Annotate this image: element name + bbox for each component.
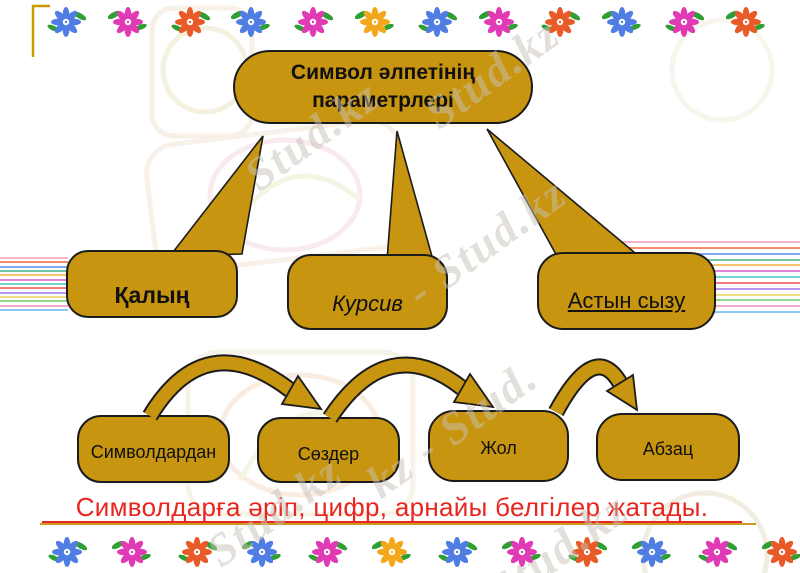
title-line2: параметрлері [312, 89, 454, 112]
rainbow-stripe [0, 309, 68, 311]
branch-underline-label: Астын сызу [567, 288, 686, 313]
rainbow-streaks-left [0, 257, 68, 311]
corner-bracket [31, 4, 50, 57]
title-line1: Символ әлпетінің [290, 60, 476, 84]
accent-line [40, 523, 756, 525]
rainbow-stripe [0, 261, 68, 264]
rainbow-stripe [0, 265, 68, 268]
branch-italic: Курсив [287, 254, 448, 330]
branch-italic-label: Курсив [332, 291, 403, 316]
rainbow-stripe [0, 270, 68, 272]
rainbow-stripe [0, 287, 68, 290]
rainbow-stripe [0, 274, 68, 277]
rainbow-stripe [0, 304, 68, 307]
seq-symbols-label: Символдардан [90, 441, 217, 462]
rainbow-stripe [0, 300, 68, 303]
seq-line-label: Жол [480, 437, 517, 458]
footer-text: Символдарға әріп, цифр, арнайы белгілер … [75, 492, 709, 522]
branch-bold-label: Қалың [114, 281, 190, 308]
rainbow-stripe [0, 283, 68, 285]
seq-paragraph: Абзац [596, 413, 740, 481]
branch-underline: Астын сызу [537, 252, 716, 330]
rainbow-stripe [0, 278, 68, 281]
rainbow-stripe [0, 296, 68, 298]
branch-bold: Қалың [66, 250, 238, 318]
seq-line: Жол [428, 410, 569, 482]
rainbow-stripe [588, 241, 800, 243]
footer-underline: Символдарға әріп, цифр, арнайы белгілер … [42, 492, 742, 523]
callout-tail-underline [486, 128, 644, 259]
seq-words-label: Сөздер [297, 443, 360, 464]
rainbow-stripe [0, 257, 68, 259]
seq-symbols: Символдардан [77, 415, 230, 483]
title-bubble: Символ әлпетінің параметрлері [233, 50, 533, 124]
seq-words: Сөздер [257, 417, 400, 483]
callout-tail-italic [386, 130, 435, 261]
seq-paragraph-label: Абзац [642, 438, 694, 459]
callout-tail-bold [168, 135, 264, 257]
rainbow-stripe [588, 246, 800, 249]
rainbow-stripe [0, 291, 68, 294]
